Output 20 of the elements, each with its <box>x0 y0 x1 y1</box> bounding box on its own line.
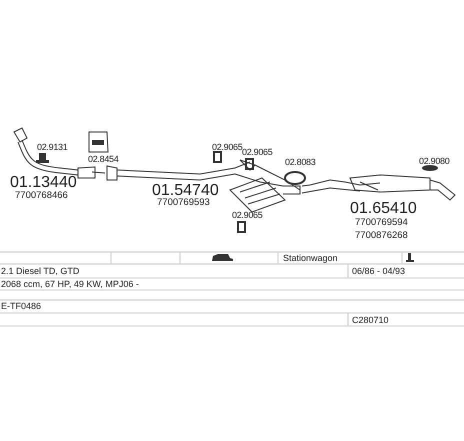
reference-number: 7700769593 <box>157 198 210 208</box>
table-cell-text: E-TF0486 <box>1 302 42 311</box>
reference-number: 7700769594 <box>355 218 408 228</box>
part-number: 01.54740 <box>152 183 219 199</box>
reference-number: 7700768466 <box>15 191 68 200</box>
reference-number: 7700876268 <box>355 231 408 240</box>
table-cell-text: Stationwagon <box>283 254 338 263</box>
part-number: 02.9065 <box>242 148 272 157</box>
table-cell-text: 06/86 - 04/93 <box>352 267 406 276</box>
part-number: 02.9080 <box>419 157 450 166</box>
table-cell-text: C280710 <box>352 316 389 325</box>
table-cell-text: 2068 ccm, 67 HP, 49 KW, MPJ06 - <box>1 280 139 289</box>
part-number: 02.8083 <box>285 158 316 167</box>
part-number: 02.9065 <box>232 211 262 220</box>
table-cell-text: 2.1 Diesel TD, GTD <box>1 267 80 276</box>
part-number: 02.9131 <box>37 143 68 152</box>
part-number: 02.8454 <box>88 155 118 164</box>
part-number: 02.9065 <box>212 143 242 152</box>
part-number: 01.13440 <box>10 175 77 191</box>
part-number: 01.65410 <box>350 201 417 217</box>
